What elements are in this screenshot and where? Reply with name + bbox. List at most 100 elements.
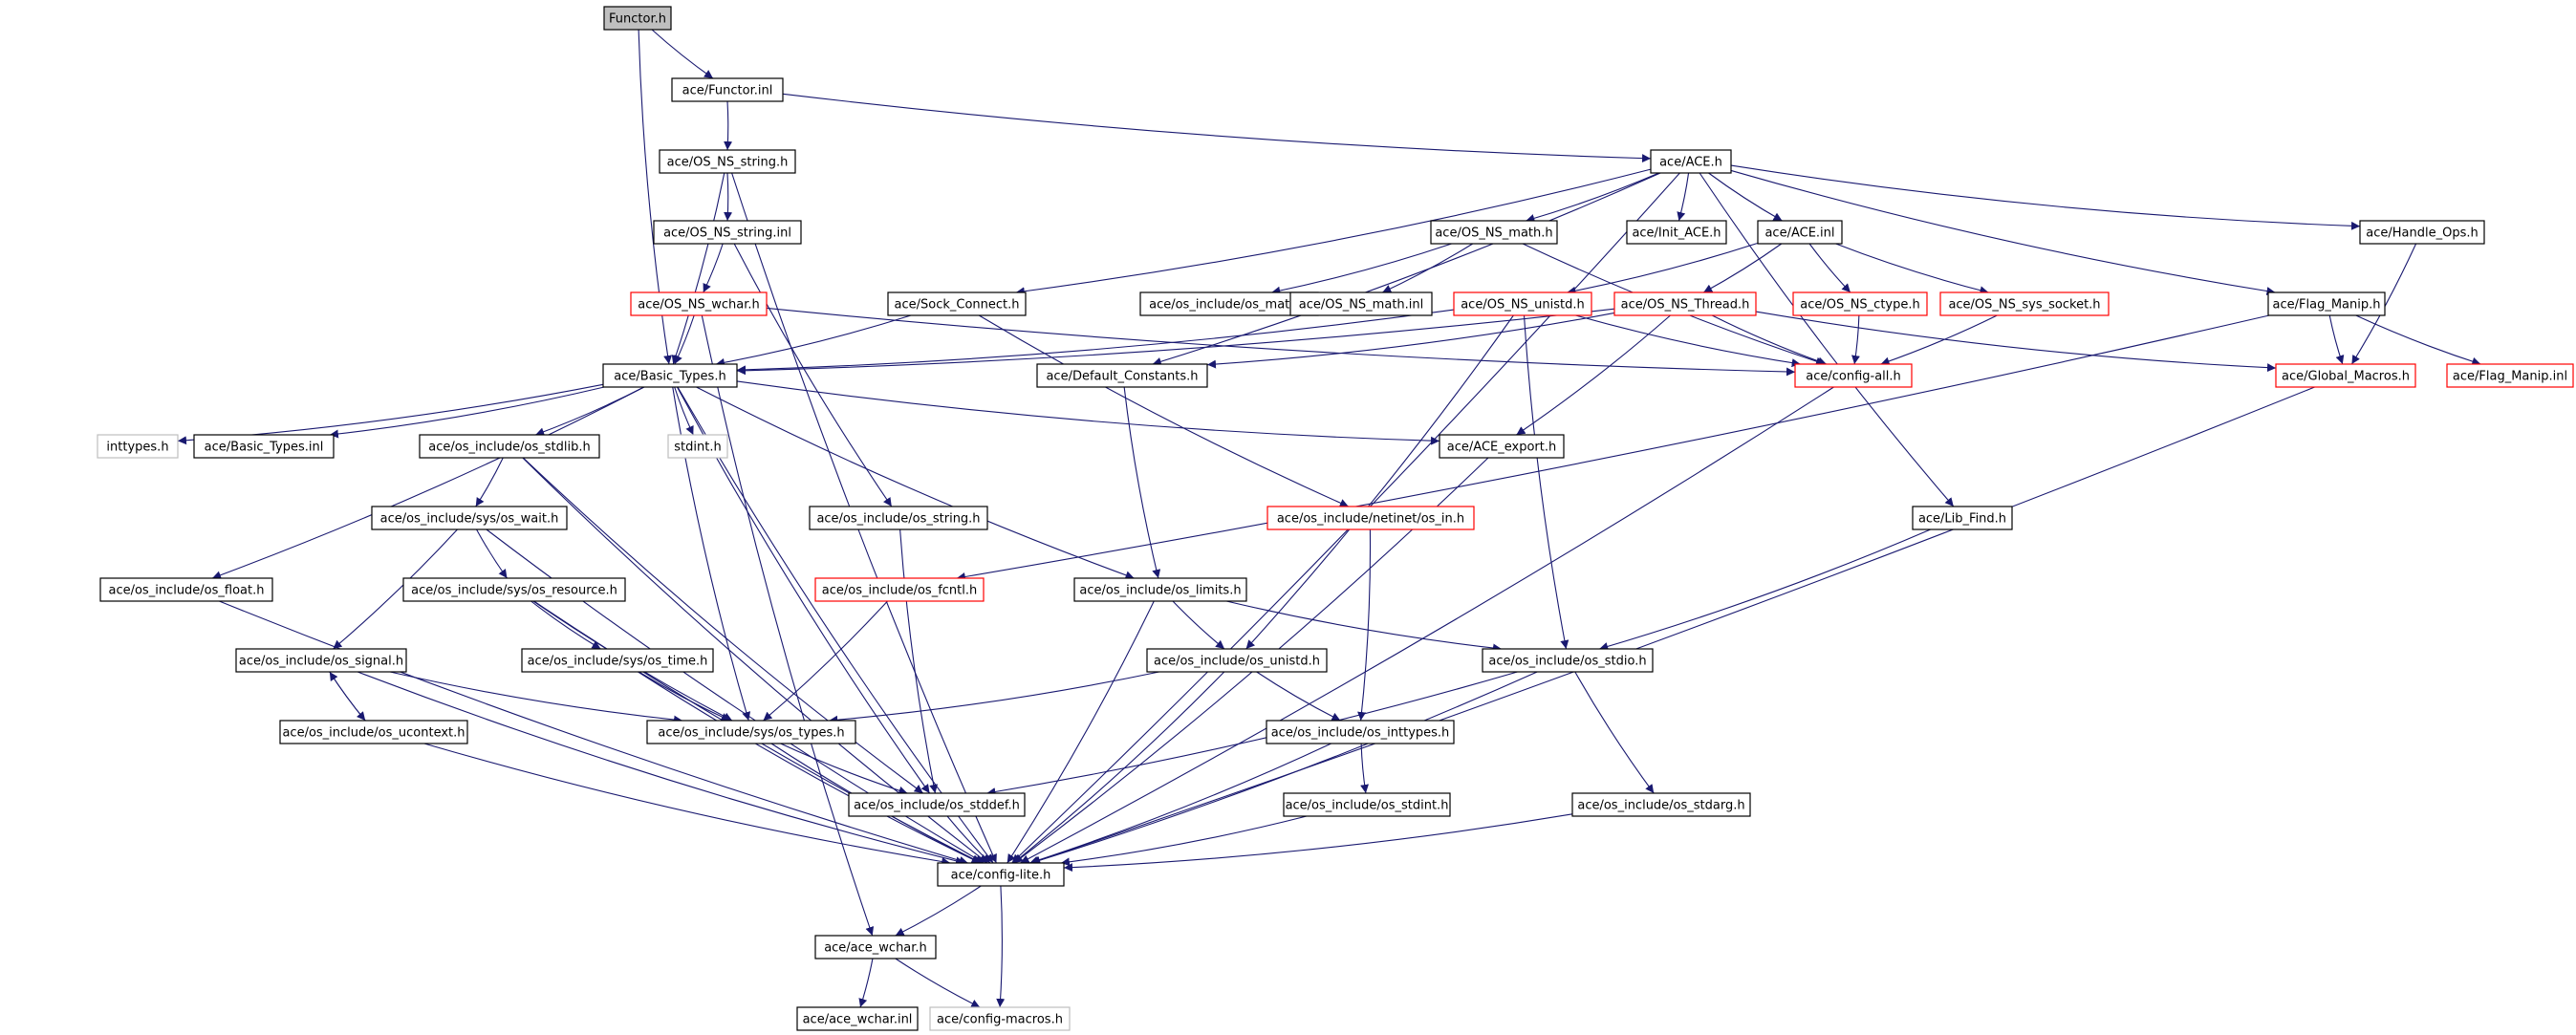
node-box [1650,149,1732,174]
graph-node[interactable]: ace/os_include/os_unistd.h [1146,648,1328,673]
dependency-edge [475,457,504,507]
dependency-edge [701,314,875,937]
node-label: ace/OS_NS_ctype.h [1800,298,1920,313]
node-label: ace/Init_ACE.h [1632,226,1721,241]
node-label: ace/os_include/os_stdlib.h [428,441,590,455]
graph-node[interactable]: ace/os_include/os_fcntl.h [814,577,985,602]
graph-node[interactable]: inttypes.h [97,434,179,459]
dependency-edge [1702,243,1783,293]
node-label: ace/os_include/sys/os_types.h [658,726,844,741]
graph-node[interactable]: ace/config-macros.h [929,1006,1071,1031]
node-layer: Functor.h ace/Functor.inl ace/OS_NS_string… [97,6,2574,1031]
graph-node[interactable]: ace/Sock_Connect.h [887,291,1027,316]
node-label: ace/os_include/os_math.h [1149,298,1310,313]
graph-node[interactable]: ace/os_include/os_stdarg.h [1571,792,1751,817]
graph-node[interactable]: ace/OS_NS_unistd.h [1453,291,1592,316]
graph-node[interactable]: ace/Lib_Find.h [1912,506,2013,530]
node-label: Functor.h [609,12,666,27]
graph-node[interactable]: ace/os_include/os_math.h [1139,291,1319,316]
dependency-edge [1031,386,2315,865]
node-label: ace/os_include/os_float.h [108,584,264,598]
dependency-edge [946,815,991,864]
graph-node[interactable]: ace/config-all.h [1794,363,1913,388]
dependency-edge [766,307,1796,377]
dependency-edge [978,314,1350,507]
graph-node[interactable]: ace/os_include/sys/os_types.h [646,720,856,744]
graph-node[interactable]: ace/config-lite.h [937,862,1065,887]
dependency-edge [672,386,751,722]
node-box [1453,291,1592,316]
graph-node[interactable]: ace/os_include/sys/os_resource.h [402,577,626,602]
dependency-edge [1245,314,1514,650]
node-label: ace/os_include/os_signal.h [239,655,403,669]
dependency-edge [733,243,893,507]
node-box [235,648,407,673]
node-label: ace/os_include/sys/os_resource.h [411,584,617,598]
graph-node[interactable]: ace/os_include/sys/os_time.h [521,648,714,673]
node-box [419,434,600,459]
dependency-edge [780,743,908,795]
graph-node[interactable]: ace/os_include/os_stdint.h [1283,792,1451,817]
graph-node[interactable]: ace/OS_NS_sys_socket.h [1939,291,2110,316]
graph-node[interactable]: ace/os_include/os_signal.h [235,648,407,673]
graph-node[interactable]: ace/OS_NS_wchar.h [630,291,768,316]
dependency-edge [956,314,2270,581]
node-box [1571,792,1751,817]
node-label: ace/ace_wchar.h [824,941,927,956]
dependency-edge [639,671,730,722]
graph-node[interactable]: ace/Default_Constants.h [1036,363,1208,388]
dependency-edge [638,29,673,365]
graph-node[interactable]: ace/ACE.inl [1757,220,1843,245]
node-box [814,935,937,960]
dependency-edge [1516,314,1671,436]
graph-node[interactable]: ace/Flag_Manip.inl [2446,363,2574,388]
graph-node[interactable]: ace/Basic_Types.inl [193,434,335,459]
graph-node[interactable]: ace/Flag_Manip.h [2267,291,2386,316]
graph-node[interactable]: ace/OS_NS_string.h [659,149,796,174]
dependency-edge [651,29,714,79]
dependency-edge [1007,600,1155,864]
node-label: ace/ACE_export.h [1447,441,1556,455]
dependency-edge [177,383,604,445]
dependency-edge [1172,600,1225,650]
node-box [1073,577,1247,602]
graph-node[interactable]: ace/Functor.inl [671,77,784,102]
dependency-edge [1256,671,1341,722]
graph-node[interactable]: ace/os_include/os_inttypes.h [1266,720,1455,744]
graph-node[interactable]: ace/Basic_Types.h [602,363,738,388]
graph-node[interactable]: ace/os_include/netinet/os_in.h [1266,506,1475,530]
graph-node[interactable]: ace/Global_Macros.h [2275,363,2416,388]
graph-node[interactable]: ace/ACE.h [1650,149,1732,174]
graph-node[interactable]: ace/Init_ACE.h [1626,220,1727,245]
graph-node[interactable]: ace/OS_NS_math.inl [1289,291,1433,316]
graph-node[interactable]: ace/OS_NS_Thread.h [1613,291,1757,316]
graph-node[interactable]: ace/os_include/sys/os_wait.h [371,506,568,530]
dependency-edge [1730,164,2361,230]
graph-node[interactable]: ace/os_include/os_stdio.h [1482,648,1654,673]
graph-node[interactable]: stdint.h [667,434,728,459]
dependency-edge [1708,172,1783,222]
node-box [1757,220,1843,245]
graph-node[interactable]: ace/OS_NS_string.inl [653,220,802,245]
graph-node[interactable]: ace/Handle_Ops.h [2359,220,2485,245]
graph-node[interactable]: ace/ACE_export.h [1439,434,1565,459]
graph-node[interactable]: ace/os_include/os_limits.h [1073,577,1247,602]
graph-node[interactable]: ace/os_include/os_ucontext.h [279,720,468,744]
graph-node[interactable]: ace/os_include/os_string.h [809,506,988,530]
graph-node[interactable]: ace/os_include/os_stdlib.h [419,434,600,459]
graph-node[interactable]: ace/ace_wchar.h [814,935,937,960]
node-box [97,434,179,459]
node-box [1626,220,1727,245]
dependency-edge [329,386,605,439]
dependency-edge [2328,314,2345,365]
dependency-edge [211,386,645,580]
graph-node[interactable]: ace/OS_NS_math.h [1430,220,1558,245]
graph-node[interactable]: ace/os_include/os_stddef.h [848,792,1026,817]
node-label: ace/OS_NS_string.inl [663,226,791,241]
graph-node[interactable]: ace/ace_wchar.inl [796,1006,919,1031]
graph-node[interactable]: ace/OS_NS_ctype.h [1792,291,1928,316]
node-label: ace/OS_NS_sys_socket.h [1948,298,2100,313]
dependency-edge [736,380,1440,445]
graph-node[interactable]: ace/os_include/os_float.h [99,577,273,602]
graph-node[interactable]: Functor.h [603,6,672,31]
